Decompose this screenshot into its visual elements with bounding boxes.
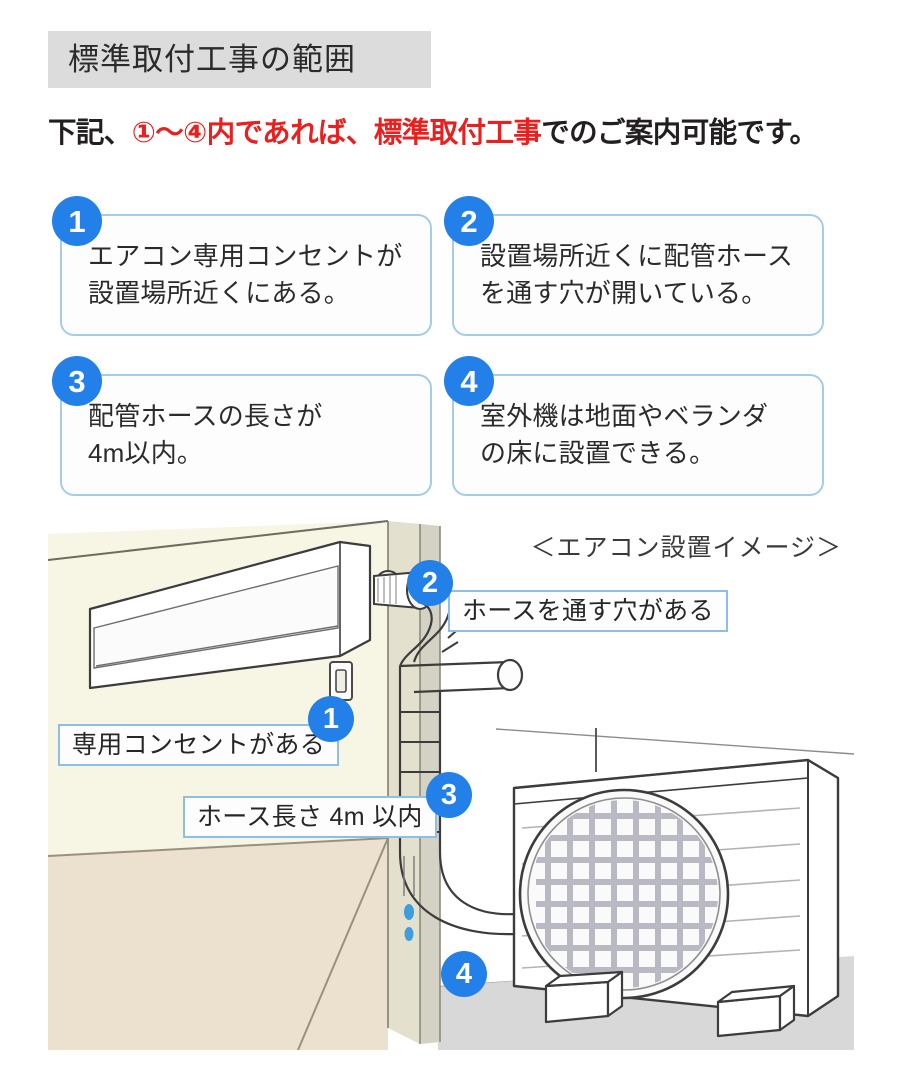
outlet-socket xyxy=(335,669,347,693)
callout-hose-length: ホース長さ 4m 以内 xyxy=(183,796,437,838)
illustration-badge-3: 3 xyxy=(426,772,472,818)
subtitle-prefix: 下記、 xyxy=(48,117,132,149)
wall-power-outlet xyxy=(329,661,353,701)
condition-card-2-line2: を通す穴が開いている。 xyxy=(480,278,768,308)
drain-pipe xyxy=(403,856,415,896)
condition-card-1-line2: 設置場所近くにある。 xyxy=(88,278,351,308)
condition-card-4: 4 室外機は地面やベランダ の床に設置できる。 xyxy=(444,356,824,496)
condition-card-3: 3 配管ホースの長さが 4m以内。 xyxy=(52,356,432,496)
exterior-wall-top-line xyxy=(495,728,854,755)
hose-lower-sweep-inner xyxy=(438,851,517,916)
hose-horizontal-bottom xyxy=(413,686,511,694)
condition-card-2-line1: 設置場所近くに配管ホース xyxy=(480,241,794,272)
condition-badge-3: 3 xyxy=(52,356,102,406)
installation-illustration: ＜エアコン設置イメージ＞ xyxy=(48,516,854,1050)
hose-lower-sweep-outer xyxy=(398,851,517,936)
hose-elbow-inner xyxy=(398,600,433,667)
illustration-badge-4: 4 xyxy=(441,951,487,997)
condition-card-1-line1: エアコン専用コンセントが xyxy=(88,241,403,272)
condition-card-1-box: エアコン専用コンセントが 設置場所近くにある。 xyxy=(60,214,432,336)
callout-hose-hole-label: ホースを通す穴がある xyxy=(462,596,714,625)
condition-card-3-line2: 4m以内。 xyxy=(88,438,204,468)
condition-card-4-line1: 室外機は地面やベランダ xyxy=(480,401,769,432)
outdoor-condenser-unit xyxy=(512,728,840,1018)
callout-hose-hole: ホースを通す穴がある xyxy=(448,590,728,632)
floor-baseboard-line xyxy=(48,837,389,857)
illustration-caption: ＜エアコン設置イメージ＞ xyxy=(530,534,842,562)
grille-inner-ring xyxy=(527,797,721,991)
condition-card-4-box: 室外機は地面やベランダ の床に設置できる。 xyxy=(452,374,824,496)
support-block-2-side xyxy=(778,984,796,1032)
page-title: 標準取付工事の範囲 xyxy=(68,42,356,77)
drain-water-drops xyxy=(403,856,415,941)
hose-horizontal-top xyxy=(399,660,511,668)
condition-badge-1: 1 xyxy=(52,196,102,246)
indoor-unit-front-panel xyxy=(93,565,339,669)
subtitle-highlight: ①〜④内であれば、標準取付工事 xyxy=(131,117,542,149)
concrete-support-blocks xyxy=(544,970,796,1038)
indoor-unit-louver-line xyxy=(95,625,339,667)
callout-outlet-label: 専用コンセントがある xyxy=(72,730,326,759)
indoor-air-conditioner-unit xyxy=(88,540,372,690)
interior-floor xyxy=(48,838,388,1050)
illustration-badge-2: 2 xyxy=(407,560,453,606)
condition-card-2: 2 設置場所近くに配管ホース を通す穴が開いている。 xyxy=(444,196,824,336)
water-drop-2 xyxy=(404,927,414,941)
hose-end-cap xyxy=(496,658,524,692)
sleeve-ribs xyxy=(377,575,397,604)
condition-badge-2: 2 xyxy=(444,196,494,246)
support-block-1-front xyxy=(544,980,610,1024)
outdoor-unit-top-seam xyxy=(513,777,809,805)
condition-card-3-box: 配管ホースの長さが 4m以内。 xyxy=(60,374,432,496)
ceiling-trim-line xyxy=(48,520,389,561)
condition-card-2-box: 設置場所近くに配管ホース を通す穴が開いている。 xyxy=(452,214,824,336)
callout-outlet: 専用コンセントがある xyxy=(58,724,340,766)
condition-card-3-line1: 配管ホースの長さが xyxy=(88,401,323,432)
support-block-1-side xyxy=(606,970,624,1018)
subtitle-suffix: でのご案内可能です。 xyxy=(541,117,818,149)
illustration-badge-1: 1 xyxy=(308,696,354,742)
condition-card-4-line2: の床に設置できる。 xyxy=(480,438,716,468)
callout-hose-length-label: ホース長さ 4m 以内 xyxy=(197,802,423,831)
condition-card-1: 1 エアコン専用コンセントが 設置場所近くにある。 xyxy=(52,196,432,336)
circular-fan-grille xyxy=(518,788,730,1000)
page-header-band: 標準取付工事の範囲 xyxy=(48,31,431,88)
conditions-grid: 1 エアコン専用コンセントが 設置場所近くにある。 2 設置場所近くに配管ホース… xyxy=(0,176,902,506)
subtitle-line: 下記、①〜④内であれば、標準取付工事でのご案内可能です。 xyxy=(48,117,868,149)
grille-outer-ring xyxy=(518,788,730,1000)
water-drop-1 xyxy=(404,904,414,920)
condition-badge-4: 4 xyxy=(444,356,494,406)
floor-diagonal-line xyxy=(297,837,389,1050)
